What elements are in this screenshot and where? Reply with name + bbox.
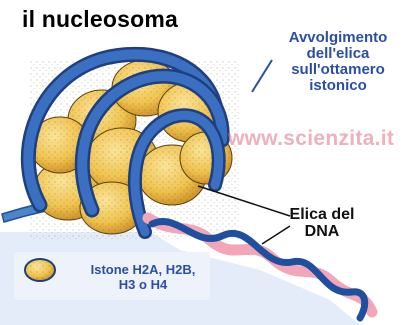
diagram-title: il nucleosoma <box>22 6 178 33</box>
label-histone-legend: Istone H2A, H2B, H3 o H4 <box>68 262 218 292</box>
histone-sphere-icon <box>25 259 55 281</box>
label-dna-wrapping: Avvolgimento dell'elica sull'ottamero is… <box>268 30 408 94</box>
watermark: www.scienzita.it <box>228 127 394 151</box>
label-dna-helix: Elica del DNA <box>282 206 362 240</box>
